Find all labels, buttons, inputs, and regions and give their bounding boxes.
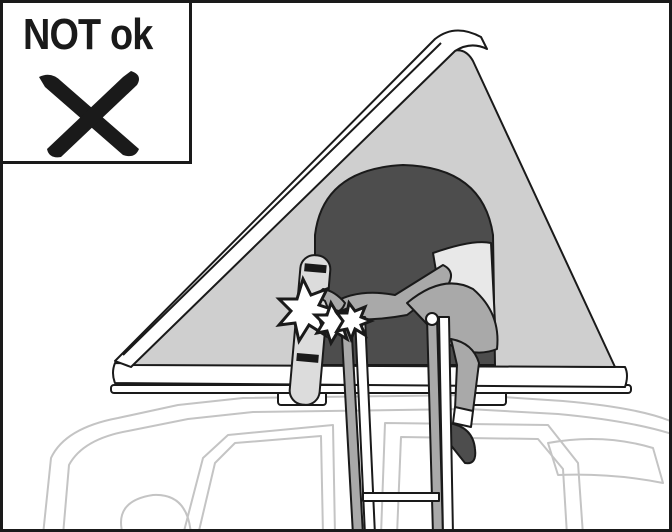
verdict-badge: NOT ok <box>3 3 192 164</box>
roof-rack <box>111 385 631 405</box>
cross-mark-icon <box>31 65 151 161</box>
verdict-label: NOT ok <box>23 13 152 57</box>
